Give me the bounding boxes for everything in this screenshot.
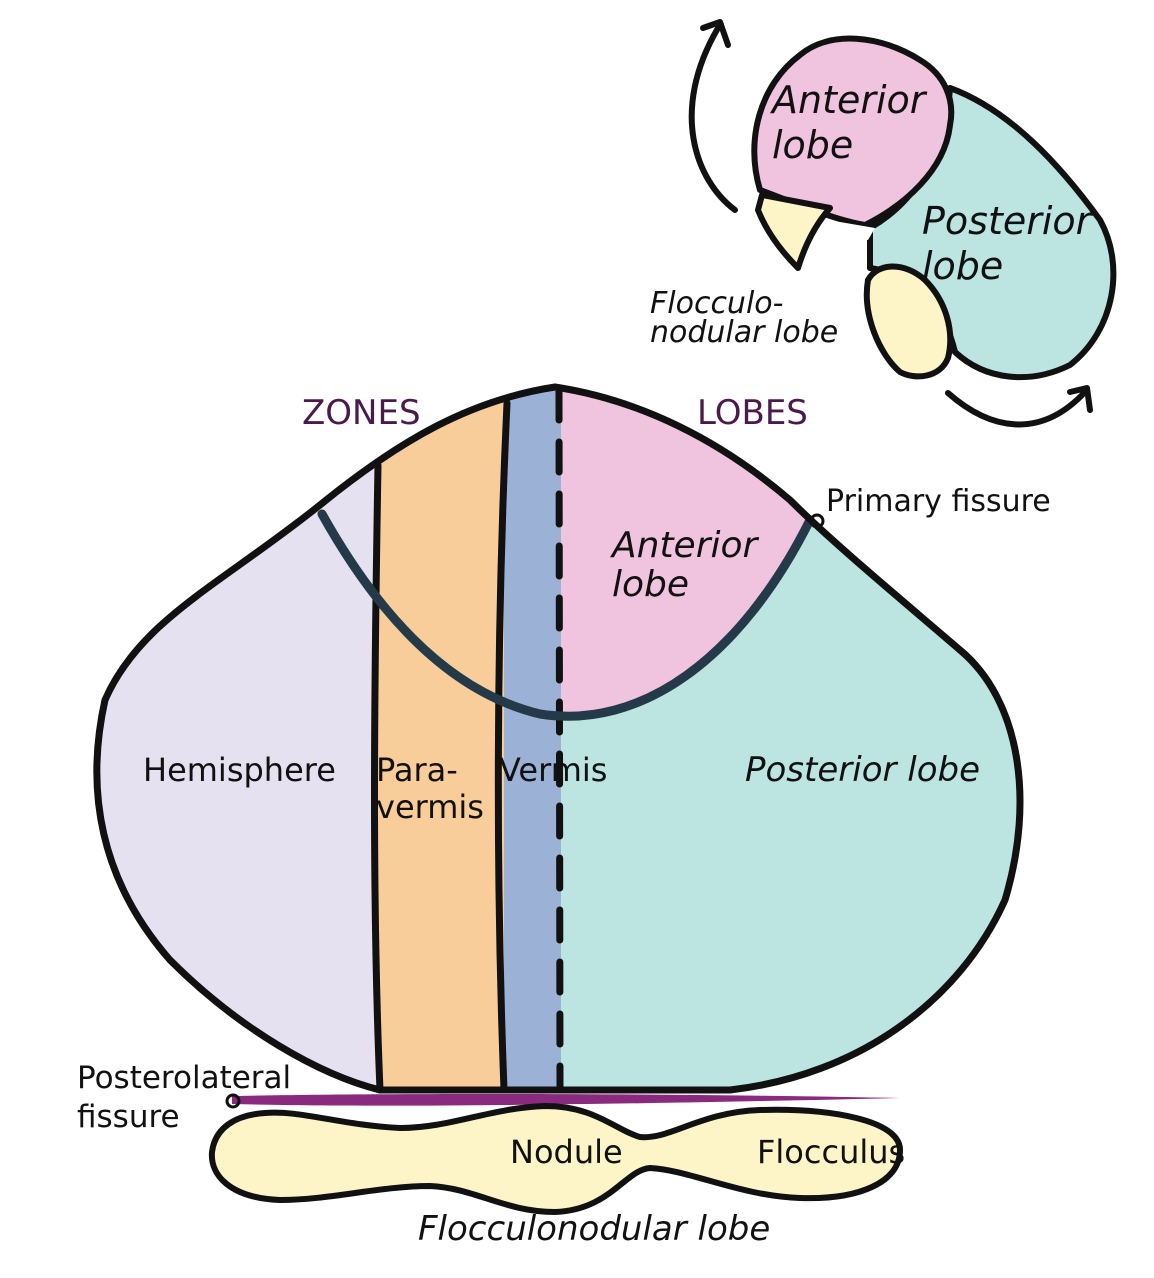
flocculus-label: Flocculus	[757, 1133, 905, 1171]
inset-fn-label-1: Flocculo-	[650, 286, 783, 321]
inset-lobes-diagram: Anterior lobe Posterior lobe Flocculo- n…	[650, 19, 1117, 428]
inset-rotate-arrowhead-down	[1067, 385, 1093, 413]
inset-posterior-label-2: lobe	[922, 244, 1003, 288]
flocculonodular-lobe-label: Flocculonodular lobe	[418, 1209, 770, 1249]
cerebellum-outline	[93, 383, 1024, 1094]
vermis-paravermis-boundary	[371, 461, 384, 1094]
vermis-zone	[504, 387, 561, 1090]
paravermis-zone	[378, 387, 506, 1090]
posterior-lobe-label: Posterior lobe	[745, 750, 980, 790]
inset-rotate-arrowhead-up	[700, 19, 731, 48]
posterolateral-fissure	[232, 1093, 900, 1106]
posterolateral-fissure-marker	[225, 1093, 241, 1109]
vermis-label: Vermis	[499, 751, 607, 789]
zones-header: ZONES	[302, 393, 421, 433]
lobes-header: LOBES	[697, 393, 808, 433]
paravermis-vermis-boundary	[494, 399, 511, 1094]
paravermis-label-1: Para-	[376, 751, 458, 789]
posterolateral-fissure-label-2: fissure	[77, 1099, 180, 1135]
hemisphere-label: Hemisphere	[143, 751, 336, 789]
nodule-label: Nodule	[510, 1133, 623, 1171]
inset-posterior-label-1: Posterior	[922, 199, 1094, 243]
inset-anterior-label-2: lobe	[772, 123, 853, 167]
inset-anterior-label-1: Anterior	[769, 78, 928, 122]
anterior-lobe-label-1: Anterior	[610, 525, 760, 566]
inset-posterior-lobe	[867, 85, 1117, 381]
anterior-lobe-label-2: lobe	[612, 564, 689, 605]
inset-anterior-gap	[836, 222, 875, 240]
primary-fissure-curve	[317, 509, 815, 721]
primary-fissure-marker	[809, 513, 825, 529]
flocculonodular-lobe	[208, 1103, 903, 1215]
inset-rotate-arrow-down	[945, 389, 1088, 428]
paravermis-label-2: vermis	[376, 788, 484, 826]
inset-fn-label-2: nodular lobe	[650, 315, 838, 350]
primary-fissure-label: Primary fissure	[826, 484, 1051, 519]
inset-anterior-lobe	[751, 35, 955, 228]
midline-dashed	[555, 386, 564, 1094]
inset-fn-lobe-bottom	[863, 263, 954, 380]
inset-rotate-arrow-up	[688, 25, 738, 213]
posterolateral-fissure-label-1: Posterolateral	[77, 1060, 291, 1096]
inset-fn-lobe-top	[755, 192, 833, 271]
